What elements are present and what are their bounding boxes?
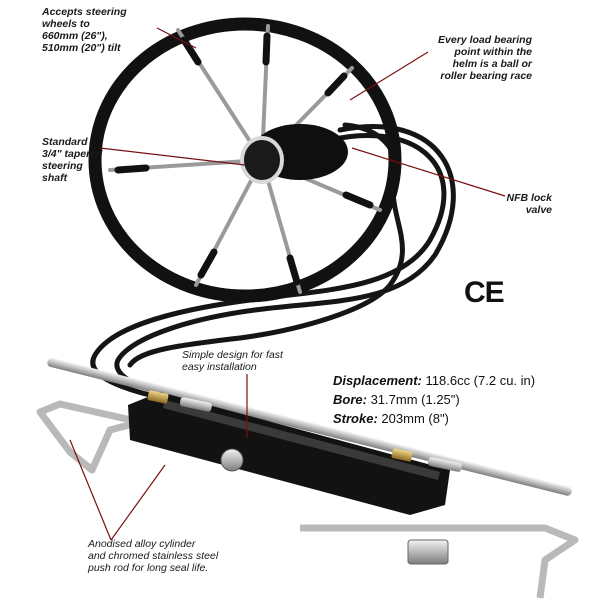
callout-line: 660mm (26"), — [42, 30, 108, 42]
callout-line: and chromed stainless steel — [88, 550, 219, 562]
ce-mark: CE — [464, 276, 505, 309]
rod-end-fitting — [407, 539, 449, 565]
callout-line: valve — [525, 204, 552, 216]
callout-line: steering — [42, 160, 83, 172]
wheel-hub — [240, 136, 284, 184]
hose-fitting-right — [427, 457, 462, 472]
cylinder-highlight — [163, 400, 440, 480]
callout-line: 510mm (20") tilt — [42, 42, 121, 54]
callout-line: push rod for long seal life. — [88, 562, 209, 574]
tiller-bracket-left — [36, 400, 144, 474]
spec-label: Stroke: — [333, 411, 378, 426]
callout-wheel-size: Accepts steering wheels to 660mm (26"), … — [42, 6, 127, 54]
callout-nfb-valve: NFB lock valve — [506, 192, 552, 216]
wheel-spoke-grips — [114, 32, 374, 286]
spec-row: Stroke: 203mm (8") — [333, 409, 535, 428]
pivot-disc — [220, 448, 244, 472]
hose-fitting-left — [179, 397, 212, 412]
callout-line: roller bearing race — [440, 70, 532, 82]
spec-row: Bore: 31.7mm (1.25") — [333, 390, 535, 409]
callout-line: Simple design for fast — [182, 349, 283, 361]
callout-line: wheels to — [42, 18, 90, 30]
wheel-rim — [88, 17, 402, 303]
callout-line: NFB lock — [506, 192, 552, 204]
spec-row: Displacement: 118.6cc (7.2 cu. in) — [333, 371, 535, 390]
brass-fitting-right — [391, 448, 413, 462]
cylinder-body — [128, 392, 450, 515]
spec-label: Bore: — [333, 392, 367, 407]
callout-simple-design: Simple design for fast easy installation — [182, 349, 283, 373]
steering-wheel — [88, 17, 402, 303]
callout-bearing: Every load bearing point within the helm… — [438, 34, 532, 82]
callout-line: Every load bearing — [438, 34, 532, 46]
spec-value: 118.6cc (7.2 cu. in) — [425, 373, 536, 388]
callout-cylinder: Anodised alloy cylinder and chromed stai… — [88, 538, 218, 574]
callout-line: point within the — [454, 46, 532, 58]
callout-line: 3/4" tapered — [42, 148, 103, 160]
spec-label: Displacement: — [333, 373, 422, 388]
callout-line: Standard — [42, 136, 88, 148]
callout-line: easy installation — [182, 361, 257, 373]
callout-steering-shaft: Standard 3/4" tapered steering shaft — [42, 136, 102, 184]
callout-line: Accepts steering — [42, 6, 127, 18]
spec-value: 203mm (8") — [381, 411, 449, 426]
hydraulic-cylinder — [36, 358, 579, 599]
callout-line: helm is a ball or — [452, 58, 532, 70]
callout-leader-lines — [69, 27, 506, 541]
callout-line: shaft — [42, 172, 68, 184]
callout-line: Anodised alloy cylinder — [88, 538, 196, 550]
spec-value: 31.7mm (1.25") — [370, 392, 460, 407]
spec-list: Displacement: 118.6cc (7.2 cu. in) Bore:… — [333, 371, 535, 428]
brass-fitting-left — [147, 390, 169, 404]
tiller-bracket-right — [300, 524, 579, 599]
